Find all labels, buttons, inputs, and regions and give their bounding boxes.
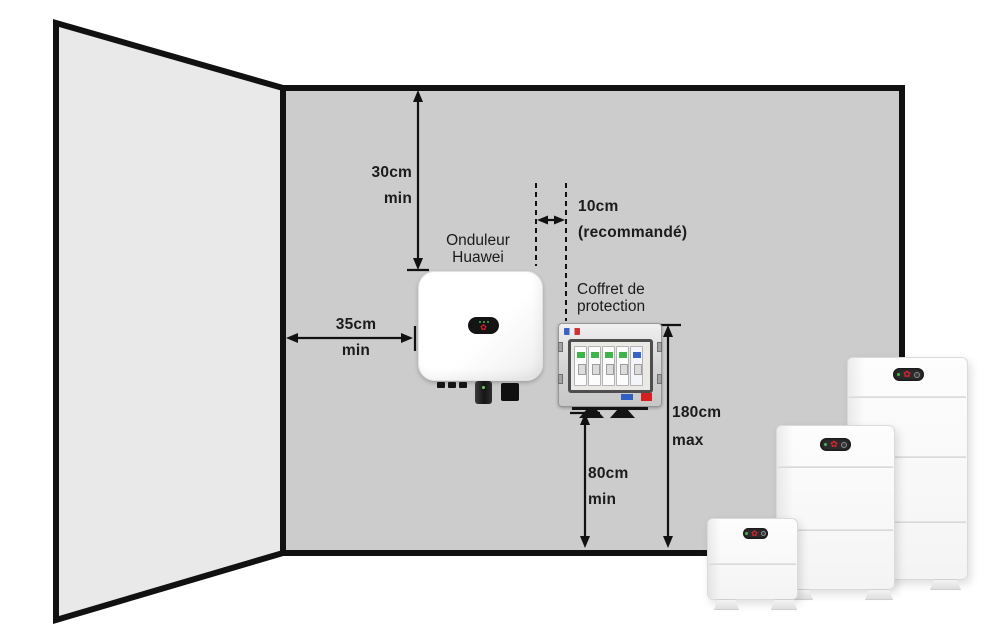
battery-display: ✿	[893, 368, 924, 381]
mounting-foot-icon	[610, 409, 635, 418]
dimension-value: 180cm	[672, 404, 722, 421]
circuit-breaker-icon	[574, 346, 587, 386]
mounting-foot-icon	[579, 409, 604, 418]
battery-foot-icon	[714, 599, 739, 610]
dimension-value: 80cm	[588, 465, 629, 482]
dimension-label-80cm: 80cm min	[588, 461, 648, 513]
battery-tower-small: ✿	[707, 518, 798, 610]
protection-box-label-line2: protection	[577, 298, 646, 315]
inverter-connector-icon	[501, 383, 519, 401]
cable-gland-icon	[558, 342, 563, 352]
surge-protector-icon	[630, 346, 643, 386]
cable-gland-icon	[558, 374, 563, 384]
arrow-30cm	[407, 90, 429, 272]
inverter-label: Onduleur Huawei	[417, 232, 539, 266]
dimension-label-30cm: 30cm min	[348, 160, 412, 212]
inverter-display: ✿	[468, 317, 499, 334]
inverter-unit: ✿	[418, 271, 543, 404]
brand-label-icon	[564, 328, 580, 335]
dimension-qualifier: min	[341, 342, 371, 359]
dimension-value: 10cm	[578, 198, 619, 215]
breaker-window	[568, 339, 653, 393]
battery-foot-icon	[771, 599, 797, 610]
dimension-label-35cm: 35cm min	[312, 312, 400, 364]
huawei-logo-icon: ✿	[480, 322, 487, 332]
battery-foot-icon	[865, 589, 893, 600]
protection-box-label: Coffret de protection	[577, 281, 677, 315]
cable-gland-icon	[657, 342, 662, 352]
dimension-qualifier: min	[383, 190, 412, 207]
inverter-label-line1: Onduleur	[446, 232, 510, 249]
dimension-qualifier: (recommandé)	[578, 224, 688, 241]
inverter-port-icon	[459, 382, 467, 388]
dimension-value: 30cm	[371, 164, 412, 181]
circuit-breaker-icon	[616, 346, 629, 386]
arrow-10cm	[537, 215, 565, 225]
dimension-qualifier: max	[672, 432, 704, 449]
arrow-35cm	[286, 326, 417, 351]
huawei-logo-icon: ✿	[903, 369, 911, 379]
circuit-breaker-icon	[602, 346, 615, 386]
inverter-label-line2: Huawei	[452, 249, 504, 266]
battery-display: ✿	[743, 528, 768, 539]
inverter-connector-icon	[475, 381, 492, 404]
battery-foot-icon	[930, 579, 961, 590]
power-button-icon	[913, 371, 920, 378]
label-chip-red-icon	[641, 393, 652, 401]
side-wall	[53, 19, 286, 625]
cable-gland-icon	[657, 374, 662, 384]
power-button-icon	[840, 441, 847, 448]
huawei-logo-icon: ✿	[751, 529, 758, 538]
mounting-rail	[572, 407, 648, 410]
status-led-icons	[478, 320, 489, 323]
inverter-port-icon	[448, 382, 456, 388]
circuit-breaker-icon	[588, 346, 601, 386]
dimension-label-180cm: 180cm max	[672, 399, 742, 455]
dimension-qualifier: min	[588, 491, 617, 508]
battery-tower-medium: ✿	[776, 425, 895, 600]
label-chip-blue-icon	[621, 394, 633, 400]
dimension-label-10cm: 10cm (recommandé)	[578, 194, 718, 246]
battery-display: ✿	[820, 438, 851, 451]
protection-box-body	[558, 323, 662, 407]
power-button-icon	[760, 531, 766, 536]
protection-box-label-line1: Coffret de	[577, 281, 645, 298]
huawei-logo-icon: ✿	[830, 439, 838, 449]
dimension-value: 35cm	[335, 316, 377, 333]
inverter-port-icon	[437, 382, 445, 388]
protection-box-unit	[558, 323, 662, 419]
